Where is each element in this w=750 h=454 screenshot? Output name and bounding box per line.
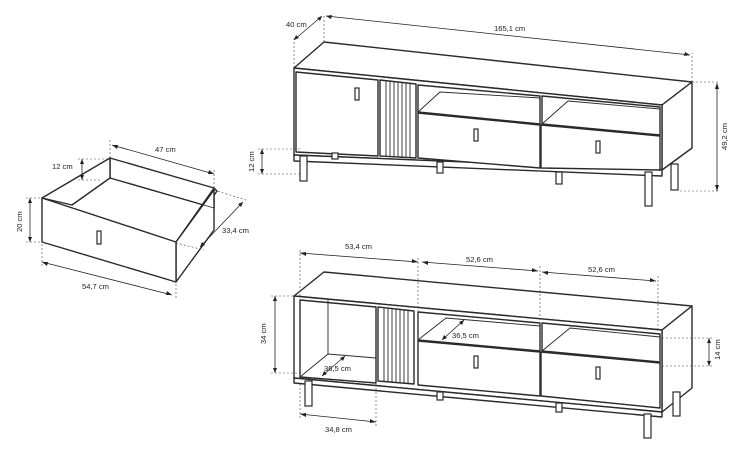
dim-bottom-left-width: 53,4 cm bbox=[345, 242, 372, 251]
leg-back-left bbox=[331, 152, 339, 160]
dim-top-width: 165,1 cm bbox=[494, 24, 525, 33]
dim-drawer-height: 20 cm bbox=[15, 211, 24, 232]
dim-drawer-depth: 33,4 cm bbox=[222, 226, 249, 235]
drawer-front bbox=[41, 197, 177, 283]
interior-leg-front-left bbox=[304, 380, 313, 407]
dim-drawer-width: 47 cm bbox=[155, 145, 176, 154]
drawer-back bbox=[109, 157, 215, 209]
drawer-middle-handle[interactable] bbox=[473, 128, 479, 142]
interior-dimensions: 53,4 cm 52,6 cm 52,6 cm 34 cm 14 cm 36,5… bbox=[259, 242, 722, 434]
interior-leg-back-right bbox=[672, 391, 681, 417]
dim-bottom-mid-width: 52,6 cm bbox=[466, 255, 493, 264]
leg-back-mid2 bbox=[436, 161, 444, 174]
interior-drawer-middle-handle[interactable] bbox=[473, 355, 479, 369]
open-shelf-right bbox=[541, 95, 661, 136]
drawer-handle[interactable] bbox=[96, 230, 102, 245]
dim-bottom-leg-span: 34,8 cm bbox=[325, 425, 352, 434]
leg-front-right bbox=[644, 171, 653, 207]
door-handle[interactable] bbox=[354, 87, 360, 101]
dim-drawer-inner-height: 12 cm bbox=[52, 162, 73, 171]
leg-front-left bbox=[299, 155, 308, 182]
dim-drawer-front-width: 54,7 cm bbox=[82, 282, 109, 291]
drawer-right-handle[interactable] bbox=[595, 140, 601, 154]
dim-inner-depth-right: 36,5 cm bbox=[452, 331, 479, 340]
dim-bottom-right-width: 52,6 cm bbox=[588, 265, 615, 274]
dim-top-leg: 12 cm bbox=[247, 151, 256, 172]
interior-drawer-middle bbox=[417, 340, 541, 397]
leg-back-right bbox=[670, 163, 679, 191]
drawer-dimensions: 47 cm 12 cm 20 cm 33,4 cm 54,7 cm bbox=[15, 140, 249, 298]
interior-leg-back-mid2 bbox=[436, 391, 444, 401]
left-compartment bbox=[299, 299, 377, 384]
interior-drawer-right bbox=[540, 351, 661, 409]
interior-base bbox=[293, 377, 663, 418]
interior-leg-back-mid bbox=[555, 402, 563, 413]
dim-inner-depth-left: 36,5 cm bbox=[324, 364, 351, 373]
interior-slatted-panel bbox=[377, 306, 415, 385]
drawer-view bbox=[41, 157, 218, 283]
leg-back-mid bbox=[555, 171, 563, 185]
open-shelf-middle bbox=[417, 84, 541, 125]
cabinet-door bbox=[295, 71, 379, 157]
interior-drawer-right-handle[interactable] bbox=[595, 366, 601, 380]
dim-top-depth: 40 cm bbox=[286, 20, 307, 29]
slatted-panel bbox=[379, 79, 417, 159]
drawer-right-panel bbox=[175, 189, 215, 283]
dim-bottom-shelf-height: 14 cm bbox=[713, 339, 722, 360]
dim-bottom-height: 34 cm bbox=[259, 323, 268, 344]
dim-top-height: 49,2 cm bbox=[720, 123, 729, 150]
cabinet-interior-view bbox=[293, 271, 693, 439]
top-dimensions: 40 cm 165,1 cm 49,2 cm 12 cm bbox=[247, 14, 729, 192]
interior-shelf-right bbox=[541, 322, 661, 363]
interior-leg-front-right bbox=[643, 413, 652, 439]
drawer-middle bbox=[417, 112, 541, 169]
cabinet-front-view bbox=[293, 41, 693, 207]
